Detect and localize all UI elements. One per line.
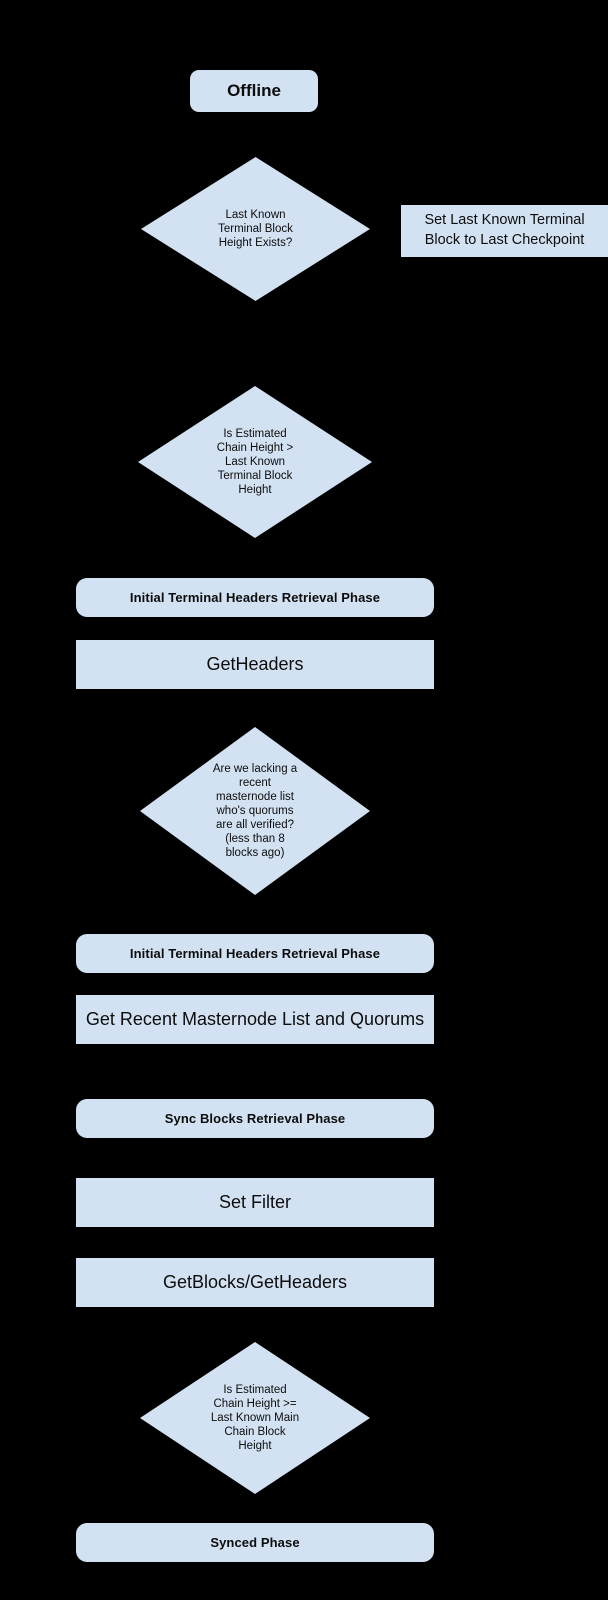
sidebox-line-2: Block to Last Checkpoint xyxy=(424,232,585,248)
node-get-recent-masternode-list-and-quorums[interactable]: Get Recent Masternode List and Quorums xyxy=(76,995,434,1044)
decision-label: Last Known Terminal Block Height Exists? xyxy=(218,208,293,250)
node-phase-sync-blocks-retrieval[interactable]: Sync Blocks Retrieval Phase xyxy=(76,1099,434,1138)
node-decision-lacking-recent-masternode-list[interactable]: Are we lacking a recent masternode list … xyxy=(140,727,370,895)
node-decision-estimated-chain-height-greater-than-terminal[interactable]: Is Estimated Chain Height > Last Known T… xyxy=(138,386,372,538)
sidebox-line-1: Set Last Known Terminal xyxy=(424,212,585,229)
node-get-blocks-get-headers[interactable]: GetBlocks/GetHeaders xyxy=(76,1258,434,1307)
node-decision-last-known-terminal-block-height-exists[interactable]: Last Known Terminal Block Height Exists? xyxy=(141,157,370,301)
node-phase-synced[interactable]: Synced Phase xyxy=(76,1523,434,1562)
decision-label: Is Estimated Chain Height >= Last Known … xyxy=(210,1383,300,1453)
node-set-filter[interactable]: Set Filter xyxy=(76,1178,434,1227)
node-phase-initial-terminal-headers-retrieval-2[interactable]: Initial Terminal Headers Retrieval Phase xyxy=(76,934,434,973)
node-get-headers[interactable]: GetHeaders xyxy=(76,640,434,689)
decision-label: Is Estimated Chain Height > Last Known T… xyxy=(216,427,294,497)
node-phase-initial-terminal-headers-retrieval-1[interactable]: Initial Terminal Headers Retrieval Phase xyxy=(76,578,434,617)
decision-label: Are we lacking a recent masternode list … xyxy=(212,762,298,860)
node-decision-estimated-chain-height-gte-main-chain[interactable]: Is Estimated Chain Height >= Last Known … xyxy=(140,1342,370,1494)
node-set-last-known-terminal-block-to-last-checkpoint[interactable]: Set Last Known Terminal Block to Last Ch… xyxy=(401,205,608,257)
node-offline[interactable]: Offline xyxy=(190,70,318,112)
